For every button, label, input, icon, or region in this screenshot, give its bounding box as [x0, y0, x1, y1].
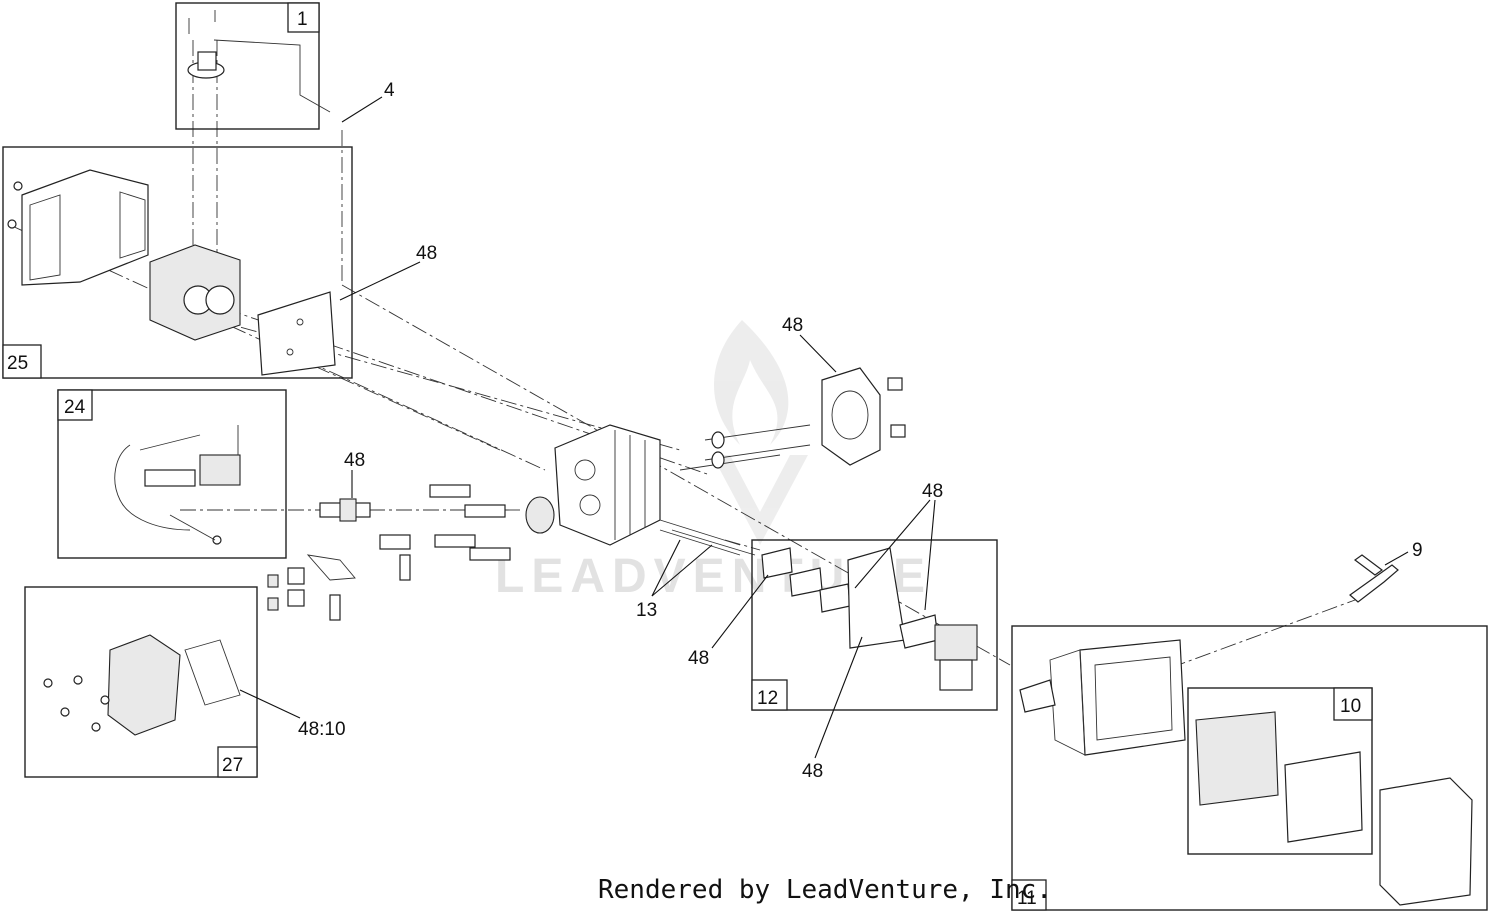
group-box-1[interactable]: 1 — [175, 2, 331, 130]
svg-text:48:10: 48:10 — [298, 719, 346, 740]
air-filter-part — [1195, 711, 1363, 843]
svg-text:9: 9 — [1412, 540, 1423, 561]
carburetor-part — [934, 624, 978, 691]
muffler-gasket-part — [257, 291, 336, 376]
air-cleaner-cover-part — [1379, 777, 1473, 906]
svg-text:4: 4 — [384, 80, 395, 101]
valve-cover-bolts — [43, 675, 110, 732]
callout-4[interactable]: 4 — [341, 80, 395, 123]
muffler-part — [149, 244, 241, 341]
svg-text:48: 48 — [416, 243, 437, 264]
group-box-label: 1 — [297, 9, 308, 30]
group-box-11[interactable]: 11 — [1011, 625, 1488, 911]
svg-text:48: 48 — [802, 761, 823, 782]
throttle-control-part — [187, 10, 331, 113]
callout-48-head-gasket[interactable]: 48 — [782, 315, 837, 373]
group-box-label: 12 — [757, 688, 778, 709]
dowel-pins — [887, 377, 906, 438]
ignition-coil-part — [114, 425, 241, 545]
svg-text:13: 13 — [636, 600, 657, 621]
valve-cover-part — [107, 634, 241, 736]
group-box-label: 11 — [1017, 888, 1037, 909]
group-box-10[interactable]: 10 — [1187, 687, 1373, 855]
carb-gaskets-part — [761, 547, 939, 649]
air-cleaner-base-part — [1019, 639, 1186, 756]
spark-plug-part — [319, 498, 371, 522]
svg-text:48: 48 — [922, 481, 943, 502]
callout-48-carb-left[interactable]: 48 — [688, 574, 769, 669]
footer-credit: Rendered by LeadVenture, Inc. — [598, 875, 1052, 905]
group-box-25[interactable]: 25 — [2, 146, 353, 379]
group-box-label: 24 — [64, 397, 86, 418]
group-box-label: 25 — [7, 353, 28, 374]
callout-23[interactable]: 48 — [344, 450, 365, 498]
svg-text:48: 48 — [782, 315, 803, 336]
group-box-24[interactable]: 24 — [57, 389, 287, 559]
group-box-27[interactable]: 27 — [24, 586, 258, 778]
head-bolts — [679, 424, 811, 471]
head-gasket-part — [821, 367, 881, 466]
svg-text:48: 48 — [344, 450, 365, 471]
callout-48-10[interactable]: 48:10 — [239, 689, 346, 740]
watermark-flame-icon — [712, 320, 808, 545]
group-box-label: 27 — [222, 755, 243, 776]
group-box-12[interactable]: 12 — [751, 539, 998, 711]
callout-48-carb-bottom[interactable]: 48 — [802, 636, 863, 782]
breather-tube-part — [1349, 554, 1399, 603]
callout-48-carb-top[interactable]: 48 — [854, 481, 943, 611]
callout-13[interactable]: 13 — [636, 539, 713, 621]
studs-part — [659, 519, 756, 556]
valve-train-parts — [267, 484, 555, 621]
callout-48-muffler-gasket[interactable]: 48 — [339, 243, 437, 301]
callout-9[interactable]: 9 — [1384, 540, 1423, 566]
cylinder-head-part — [554, 424, 661, 546]
muffler-guard-part — [7, 169, 149, 286]
group-box-label: 10 — [1340, 696, 1361, 717]
svg-text:48: 48 — [688, 648, 709, 669]
